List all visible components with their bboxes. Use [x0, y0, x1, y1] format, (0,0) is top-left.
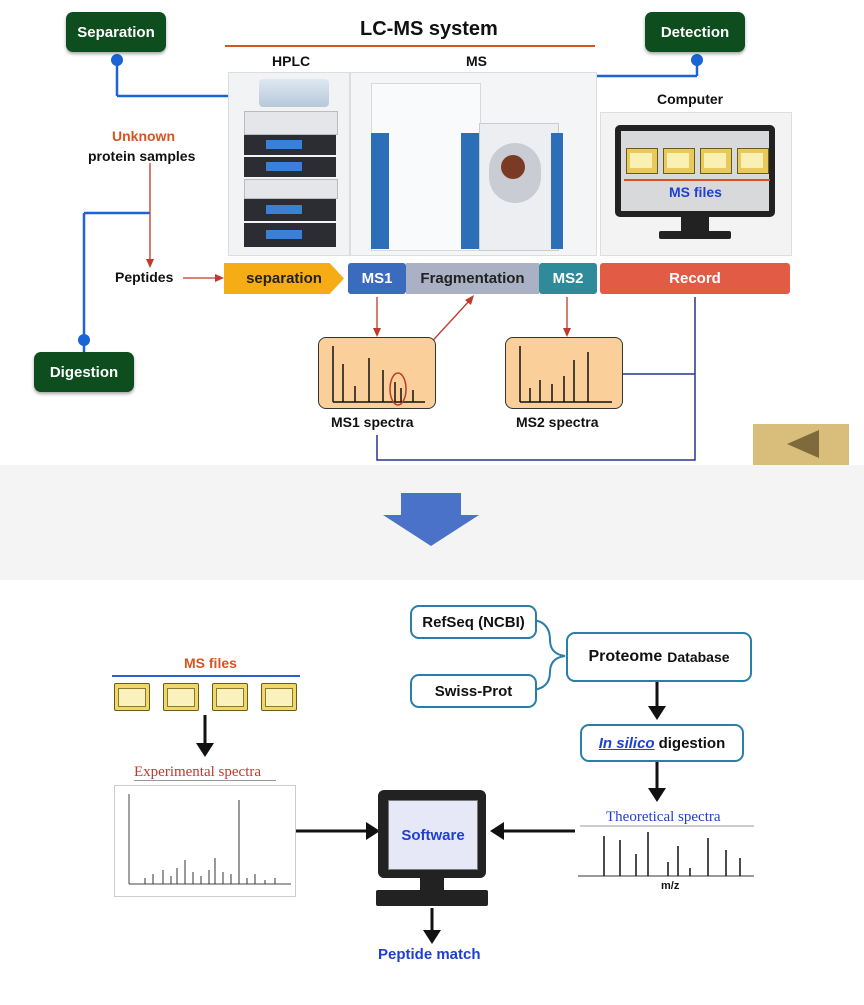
folder-icon: [626, 148, 658, 174]
ms-instrument-image: [350, 72, 597, 256]
proteome-database-box: Proteome Database: [566, 632, 752, 682]
folder-icon: [737, 148, 769, 174]
experimental-spectrum-image: [114, 785, 296, 897]
folder-icon: [663, 148, 695, 174]
down-arrow-icon: [383, 493, 479, 546]
pipeline-fragmentation: Fragmentation: [406, 263, 539, 294]
back-arrow-icon: [787, 430, 819, 458]
lc-ms-title: LC-MS system: [360, 18, 498, 40]
protein-samples-label: protein samples: [88, 148, 196, 164]
theoretical-spectra-label: Theoretical spectra: [606, 809, 721, 825]
folder-icon: [700, 148, 732, 174]
software-label: Software: [401, 826, 465, 844]
computer-label: Computer: [657, 91, 724, 107]
bottom-connectors: [112, 619, 666, 944]
refseq-box: RefSeq (NCBI): [410, 605, 537, 639]
top-connectors: [78, 45, 703, 461]
separation-button[interactable]: Separation: [66, 12, 166, 52]
experimental-underline: [134, 780, 276, 781]
database-label: Database: [667, 649, 730, 665]
ms-label: MS: [466, 53, 487, 69]
folder-icon: [114, 683, 150, 711]
mz-axis-label: m/z: [661, 880, 680, 892]
hplc-label: HPLC: [272, 53, 311, 69]
pipeline-record: Record: [600, 263, 790, 294]
in-silico-label: In silico: [598, 734, 655, 752]
folder-icon: [212, 683, 248, 711]
ms2-spectrum-box: [505, 337, 623, 409]
monitor-base: [376, 890, 488, 906]
folder-icon: [261, 683, 297, 711]
hplc-instrument-image: [228, 72, 350, 256]
in-silico-digestion-box: In silico digestion: [580, 724, 744, 762]
monitor-neck: [420, 878, 444, 892]
digestion-label: digestion: [658, 734, 726, 752]
detection-button[interactable]: Detection: [645, 12, 745, 52]
peptides-label: Peptides: [115, 269, 174, 285]
pipeline-ms1: MS1: [348, 263, 406, 294]
proteome-label: Proteome: [588, 648, 663, 665]
pipeline-ms2: MS2: [539, 263, 597, 294]
unknown-label: Unknown: [112, 128, 175, 144]
folder-icon: [163, 683, 199, 711]
monitor-ms-files-label: MS files: [669, 184, 722, 200]
digestion-button[interactable]: Digestion: [34, 352, 134, 392]
pipeline-separation: separation: [224, 263, 344, 294]
swissprot-box: Swiss-Prot: [410, 674, 537, 708]
software-monitor: Software: [378, 790, 486, 878]
ms2-spectra-label: MS2 spectra: [516, 414, 599, 430]
ms1-spectra-label: MS1 spectra: [331, 414, 414, 430]
peptide-match-label: Peptide match: [378, 946, 481, 963]
bottom-ms-files-title: MS files: [184, 655, 237, 671]
ms1-spectrum-box: [318, 337, 436, 409]
experimental-spectra-label: Experimental spectra: [134, 764, 262, 780]
theoretical-spectrum-plot: [578, 825, 754, 877]
back-button[interactable]: [753, 424, 849, 465]
ms-files-underline: [624, 179, 770, 181]
